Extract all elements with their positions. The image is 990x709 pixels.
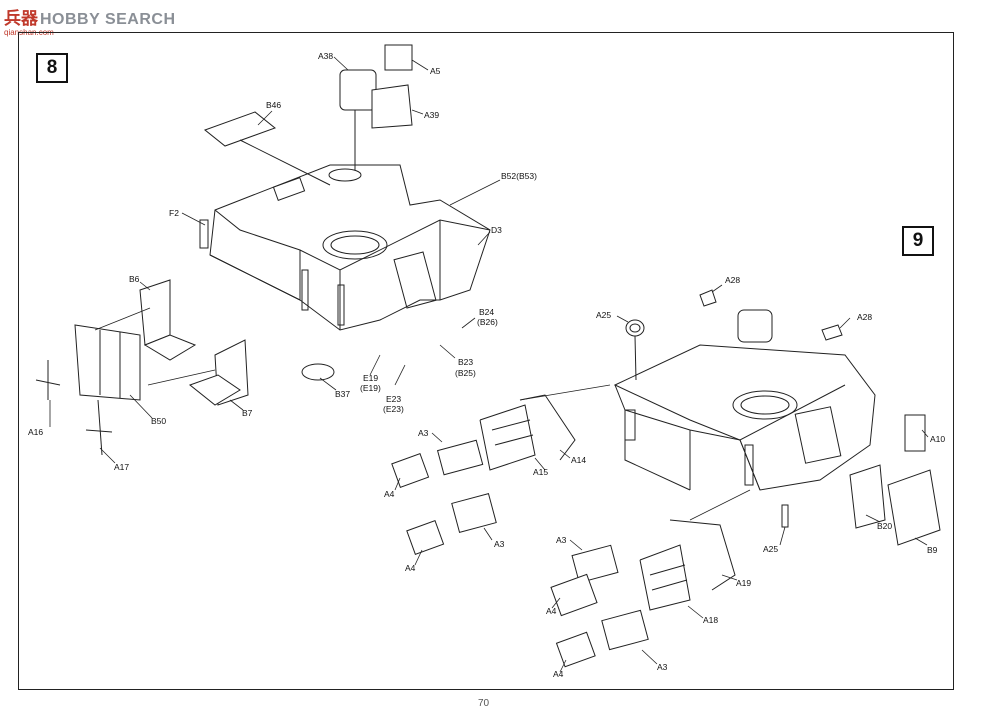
- part-label-a4-4: A4: [553, 669, 564, 679]
- bracket-b7: [190, 340, 248, 405]
- part-label-a28-left: A28: [725, 275, 741, 285]
- rack-a18-a19: [640, 520, 735, 610]
- part-a10: [905, 415, 925, 451]
- part-a25-lower: [782, 505, 788, 527]
- part-label-a10: A10: [930, 434, 946, 444]
- part-label-a4-1: A4: [384, 489, 395, 499]
- bracket-b6: [140, 280, 195, 360]
- part-label-e23-alt: (E23): [383, 404, 404, 414]
- part-label-a14: A14: [571, 455, 587, 465]
- part-label-b52: B52(B53): [501, 171, 537, 181]
- watermark-logo-text: HOBBY SEARCH: [40, 11, 176, 28]
- frame-b50: [75, 325, 140, 400]
- part-label-b26-alt: (B26): [477, 317, 498, 327]
- leader-lines-step9: [395, 285, 928, 672]
- part-label-a15: A15: [533, 467, 549, 477]
- part-label-a38: A38: [318, 51, 334, 61]
- step-number-9: 9: [902, 226, 934, 256]
- turret-body-step8: [200, 165, 490, 330]
- part-label-a3-4: A3: [657, 662, 668, 672]
- watermark: 兵器 HOBBY SEARCH: [4, 4, 176, 29]
- instruction-frame: [18, 32, 954, 690]
- part-label-b24: B24: [479, 307, 495, 317]
- part-label-a4-2: A4: [405, 563, 416, 573]
- part-label-b37: B37: [335, 389, 351, 399]
- part-label-f2: F2: [169, 208, 179, 218]
- page-number: 70: [478, 698, 490, 709]
- turret-body-step9: [615, 310, 875, 490]
- part-label-a25-upper: A25: [596, 310, 612, 320]
- part-label-a17: A17: [114, 462, 130, 472]
- parts-a3-a4-lower: [551, 545, 648, 666]
- part-label-b9: B9: [927, 545, 938, 555]
- part-label-e19: E19: [363, 373, 379, 383]
- part-label-a3-3: A3: [556, 535, 567, 545]
- part-label-b7: B7: [242, 408, 253, 418]
- part-label-a25-lower: A25: [763, 544, 779, 554]
- part-label-b6: B6: [129, 274, 140, 284]
- parts-b20-b9: [850, 465, 940, 545]
- part-b37: [302, 364, 334, 380]
- part-label-b50: B50: [151, 416, 167, 426]
- part-label-a16: A16: [28, 427, 44, 437]
- part-label-b46: B46: [266, 100, 282, 110]
- part-label-a39: A39: [424, 110, 440, 120]
- leader-lines-step8: [50, 57, 500, 463]
- part-label-b20: B20: [877, 521, 893, 531]
- parts-a28: [700, 290, 842, 340]
- part-label-b25-alt: (B25): [455, 368, 476, 378]
- part-label-a19: A19: [736, 578, 752, 588]
- rack-a15-a14: [480, 395, 575, 470]
- part-label-a3-1: A3: [418, 428, 429, 438]
- parts-a16-a17: [36, 360, 112, 455]
- part-label-a4-3: A4: [546, 606, 557, 616]
- step-number-8: 8: [36, 53, 68, 83]
- part-label-a28-right: A28: [857, 312, 873, 322]
- part-label-b23: B23: [458, 357, 474, 367]
- part-label-e23: E23: [386, 394, 402, 404]
- watermark-logo-cn: 兵器: [4, 9, 38, 29]
- plate-b46: [205, 112, 330, 185]
- hatch-parts-a38-a39-a5: [340, 45, 412, 170]
- parts-a3-a4-upper: [392, 440, 496, 554]
- part-label-a5: A5: [430, 66, 441, 76]
- periscope-a25: [626, 320, 644, 380]
- part-label-a3-2: A3: [494, 539, 505, 549]
- part-label-a18: A18: [703, 615, 719, 625]
- part-label-d3: D3: [491, 225, 502, 235]
- part-label-e19-alt: (E19): [360, 383, 381, 393]
